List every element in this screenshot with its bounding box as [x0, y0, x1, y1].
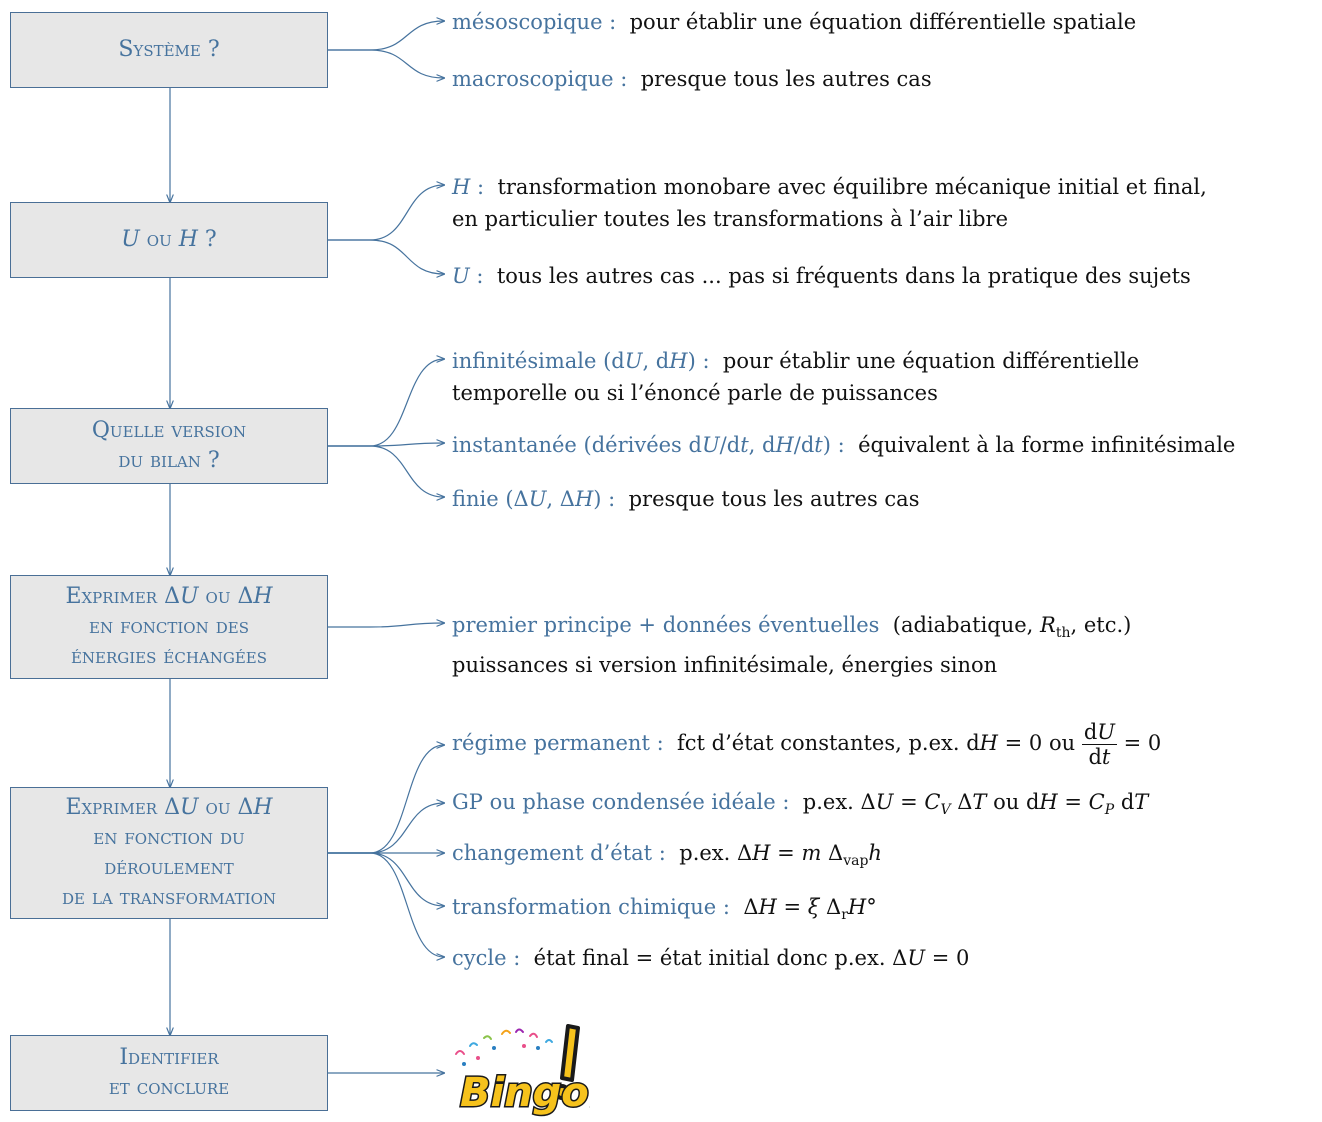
option-instantanee: instantanée (dérivées dU/dt, dH/dt) : éq… [452, 429, 1235, 461]
step-line: Identifier [119, 1045, 219, 1070]
step-line: en fonction des [89, 614, 249, 639]
option-regime-permanent: régime permanent : fct d’état constantes… [452, 720, 1161, 769]
option-key: finie (ΔU, ΔH) : [452, 487, 616, 511]
option-key: instantanée (dérivées dU/dt, dH/dt) : [452, 433, 845, 457]
option-text: fct d’état constantes, p.ex. dH = 0 ou d… [677, 720, 1162, 769]
option-key: cycle : [452, 946, 521, 970]
option-key: infinitésimale (dU, dH) : [452, 349, 710, 373]
step-line: U ou H ? [121, 227, 217, 252]
option-key: régime permanent : [452, 731, 664, 755]
option-u: U : tous les autres cas ... pas si fréqu… [452, 260, 1191, 292]
branch-arrow [328, 21, 444, 51]
option-key: GP ou phase condensée idéale : [452, 790, 790, 814]
option-macroscopique: macroscopique : presque tous les autres … [452, 63, 932, 95]
option-text: tous les autres cas ... pas si fréquents… [496, 264, 1191, 288]
option-h: H : transformation monobare avec équilib… [452, 171, 1207, 235]
option-key: premier principe + données éventuelles [452, 613, 880, 637]
option-finie: finie (ΔU, ΔH) : presque tous les autres… [452, 483, 919, 515]
option-changement-etat: changement d’état : p.ex. ΔH = m Δvaph [452, 837, 882, 877]
option-transformation-chimique: transformation chimique : ΔH = ξ ΔrH° [452, 891, 877, 931]
branch-arrow [328, 852, 444, 957]
option-key: mésoscopique : [452, 10, 617, 34]
branch-arrow [328, 623, 444, 628]
option-text: pour établir une équation différentielle [722, 349, 1140, 373]
step-line: Exprimer ΔU ou ΔH [65, 584, 273, 609]
option-key: transformation chimique : [452, 895, 730, 919]
option-text: état final = état initial donc p.ex. ΔU … [533, 946, 970, 970]
option-gp-phase-condensee: GP ou phase condensée idéale : p.ex. ΔU … [452, 786, 1148, 826]
option-text: (adiabatique, Rth, etc.) [892, 613, 1132, 642]
branch-arrow [328, 359, 444, 447]
step-line: Quelle version [91, 418, 247, 443]
branch-arrow [328, 185, 444, 241]
bingo-logo: Bingo! [455, 1024, 590, 1118]
option-key: U : [452, 264, 484, 288]
step-line: Exprimer ΔU ou ΔH [65, 795, 273, 820]
option-text: presque tous les autres cas [640, 67, 932, 91]
option-premier-principe: premier principe + données éventuelles (… [452, 609, 1131, 681]
step-conclude: Identifier et conclure [10, 1035, 328, 1111]
step-line: en fonction du [93, 825, 245, 850]
option-text: ΔH = ξ ΔrH° [743, 895, 877, 924]
step-line: Système ? [118, 37, 220, 62]
option-text-continued: puissances si version infinitésimale, én… [452, 653, 998, 678]
branch-arrow [328, 49, 444, 78]
step-u-or-h: U ou H ? [10, 202, 328, 278]
step-system: Système ? [10, 12, 328, 88]
option-text: pour établir une équation différentielle… [629, 10, 1137, 34]
option-text-continued: en particulier toutes les transformation… [452, 207, 1009, 231]
option-text: presque tous les autres cas [628, 487, 920, 511]
option-text: p.ex. ΔU = CV ΔT ou dH = CP dT [802, 790, 1149, 819]
option-cycle: cycle : état final = état initial donc p… [452, 942, 969, 974]
option-text: p.ex. ΔH = m Δvaph [679, 841, 882, 870]
option-key: changement d’état : [452, 841, 666, 865]
step-line: déroulement [104, 855, 234, 880]
bingo-text: Bingo! [460, 1070, 590, 1116]
branch-arrow [328, 445, 444, 497]
step-express-exchanged: Exprimer ΔU ou ΔH en fonction des énergies… [10, 575, 328, 679]
option-infinitesimale: infinitésimale (dU, dH) : pour établir u… [452, 345, 1139, 409]
option-text-continued: temporelle ou si l’énoncé parle de puiss… [452, 381, 938, 405]
step-express-transformation: Exprimer ΔU ou ΔH en fonction du dérouleme… [10, 787, 328, 919]
option-text: équivalent à la forme infinitésimale [858, 433, 1236, 457]
branch-arrow [328, 239, 444, 274]
option-key: H : [452, 175, 485, 199]
step-bilan-version: Quelle version du bilan ? [10, 408, 328, 484]
option-mesoscopique: mésoscopique : pour établir une équation… [452, 6, 1136, 38]
branch-arrow [328, 745, 444, 854]
step-line: énergies échangées [70, 644, 268, 669]
step-line: de la transformation [61, 885, 276, 910]
step-line: du bilan ? [118, 448, 220, 473]
option-key: macroscopique : [452, 67, 628, 91]
step-line: et conclure [108, 1075, 230, 1100]
option-text: transformation monobare avec équilibre m… [497, 175, 1207, 199]
